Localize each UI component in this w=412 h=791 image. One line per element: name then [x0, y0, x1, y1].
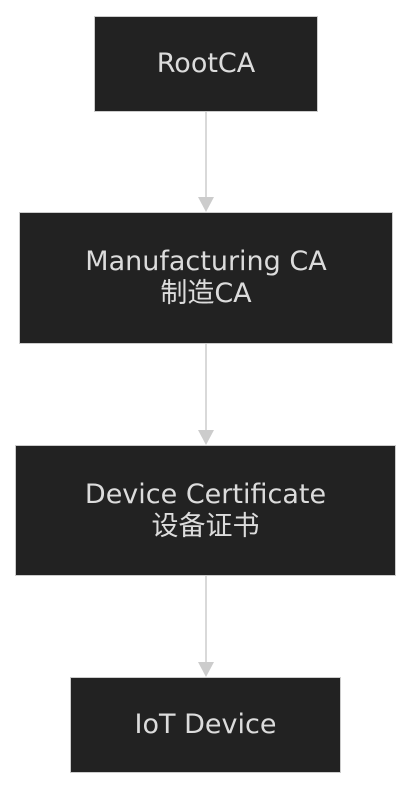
node-label-secondary: 设备证书: [151, 510, 260, 542]
arrowhead: [198, 197, 214, 212]
node-iot-device: IoT Device: [70, 677, 341, 773]
edge-mfg-to-device-cert: [198, 344, 214, 445]
node-rootca: RootCA: [94, 16, 318, 112]
node-label: Device Certificate: [84, 478, 327, 510]
edge-device-cert-to-iot: [198, 576, 214, 677]
node-manufacturing-ca: Manufacturing CA 制造CA: [19, 212, 393, 344]
arrowhead: [198, 662, 214, 677]
arrowhead: [198, 430, 214, 445]
node-label-secondary: 制造CA: [160, 278, 252, 309]
node-label: RootCA: [156, 48, 256, 79]
node-label: Manufacturing CA: [85, 246, 327, 277]
edge-root-to-mfg: [198, 112, 214, 212]
node-device-certificate: Device Certificate 设备证书: [15, 445, 396, 576]
node-label: IoT Device: [134, 709, 277, 740]
